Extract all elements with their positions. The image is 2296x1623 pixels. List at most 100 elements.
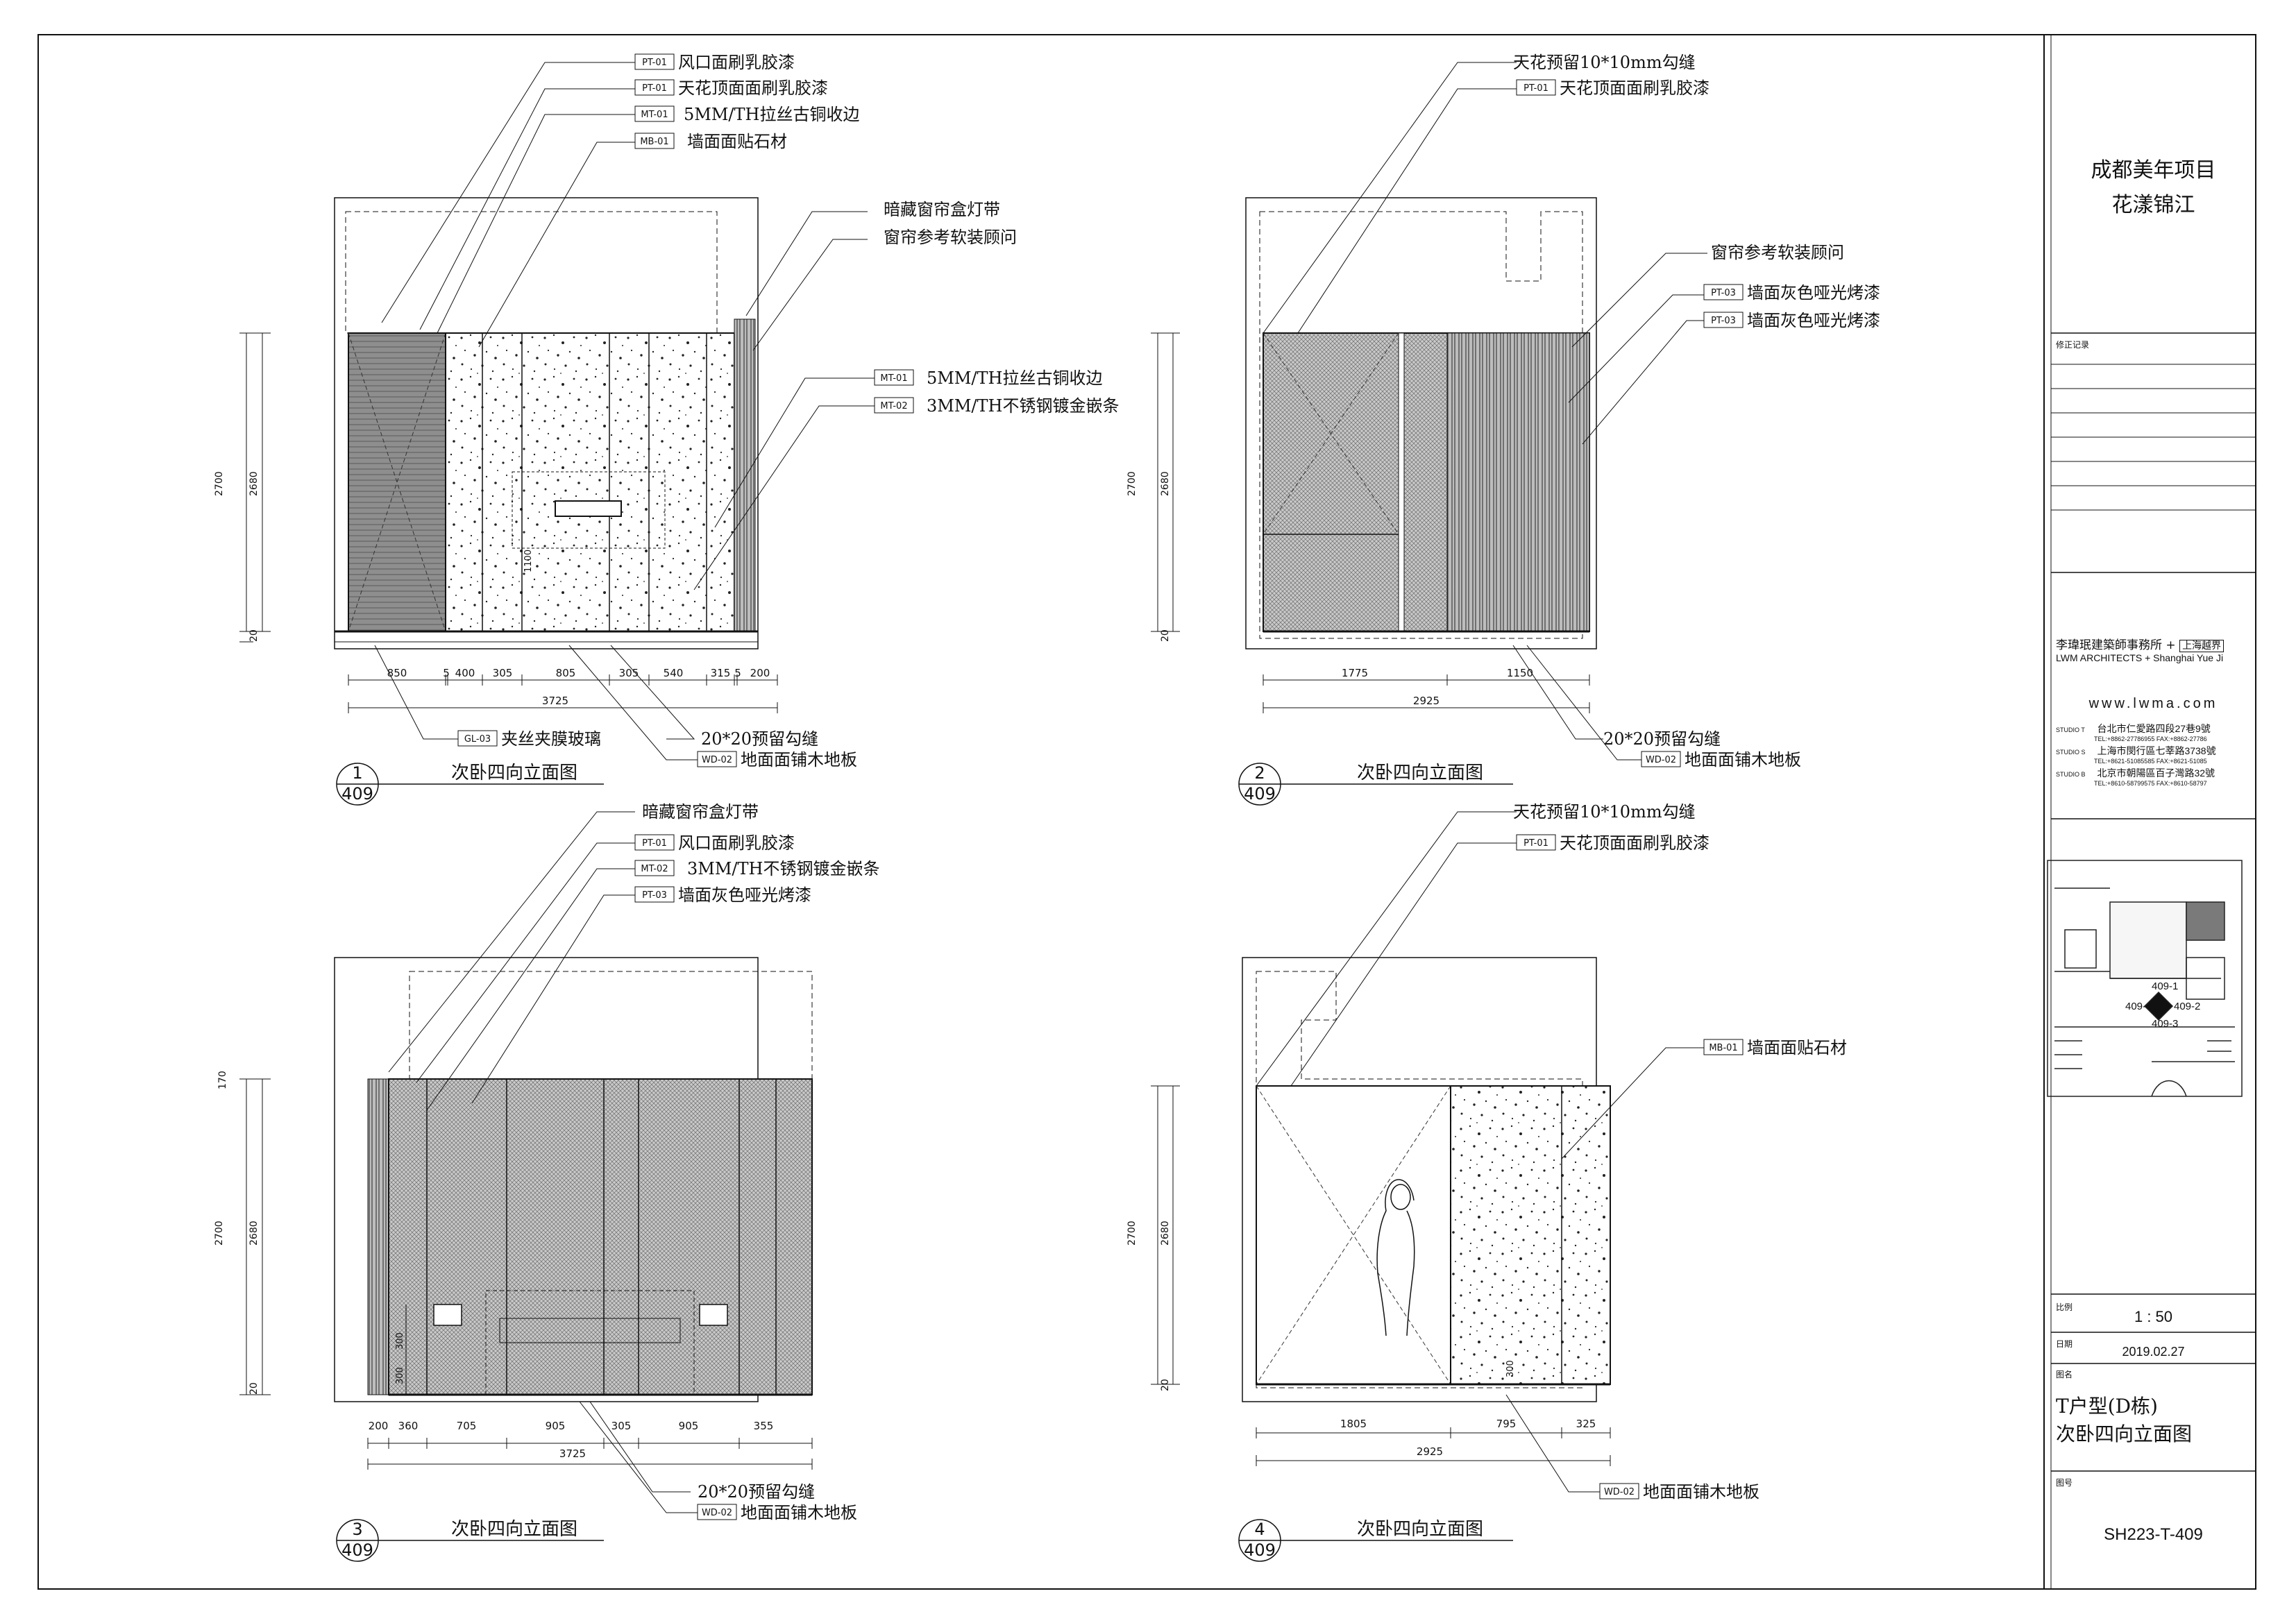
v1-tag-sheet: 409 xyxy=(341,784,373,804)
v2-tag-number: 2 xyxy=(1254,763,1265,783)
v3-c6-text: 地面面铺木地板 xyxy=(741,1503,857,1522)
v1-c4-text: 墙面面贴石材 xyxy=(687,132,787,151)
view4-inner-dim: 300 xyxy=(1505,1360,1516,1377)
v2-title: 次卧四向立面图 xyxy=(1357,763,1483,783)
v2-tag-sheet: 409 xyxy=(1244,784,1276,804)
v1-c3-code: MT-01 xyxy=(641,110,668,120)
firm-partner-cn: 上海越界 xyxy=(2179,640,2225,652)
v3-title: 次卧四向立面图 xyxy=(451,1519,577,1540)
studio-t-address: 台北市仁愛路四段27巷9號 xyxy=(2097,723,2211,734)
date-value: 2019.02.27 xyxy=(2122,1345,2185,1359)
studio-t-phone: TEL:+8862-27786955 FAX:+8862-27786 xyxy=(2094,736,2207,742)
v3-tag-number: 3 xyxy=(352,1520,362,1539)
scale-value: 1 : 50 xyxy=(2134,1308,2173,1325)
v1-c1-code: PT-01 xyxy=(642,58,667,68)
v3-c3-code: MT-02 xyxy=(641,864,668,874)
v4-c3-text: 墙面面贴石材 xyxy=(1747,1038,1847,1057)
view1-dim-v-2700: 2700 xyxy=(214,471,225,496)
firm-plus: + xyxy=(2166,638,2176,652)
view2-dim-h-1: 1775 xyxy=(1342,667,1368,679)
v1-c7-text: 5MM/TH拉丝古铜收边 xyxy=(927,368,1102,388)
revision-label: 修正记录 xyxy=(2056,340,2090,350)
elevation-view-4: 2700 2680 20 300 1805 795 325 2925 xyxy=(1126,811,1707,1493)
drawing-name-label: 图名 xyxy=(2056,1370,2073,1379)
v4-c2-text: 天花顶面面刷乳胶漆 xyxy=(1560,833,1710,853)
view1-dim-h-3: 400 xyxy=(455,667,475,679)
v1-c1-text: 风口面刷乳胶漆 xyxy=(678,53,795,72)
firm-line: 李瑋珉建築師事務所 + 上海越界 xyxy=(2056,635,2225,652)
v4-c3-code: MB-01 xyxy=(1709,1043,1737,1053)
v3-c6-code: WD-02 xyxy=(702,1508,732,1518)
v4-title: 次卧四向立面图 xyxy=(1357,1519,1483,1540)
v1-c10-text: 20*20预留勾缝 xyxy=(701,729,818,749)
view2-dim-total: 2925 xyxy=(1413,695,1440,707)
v2-c5-code: PT-03 xyxy=(1711,316,1736,326)
v3-c3-text: 3MM/TH不锈钢镀金嵌条 xyxy=(687,859,879,878)
view1-dim-h-10: 200 xyxy=(750,667,770,679)
v4-c4-text: 地面面铺木地板 xyxy=(1643,1482,1759,1502)
scale-label: 比例 xyxy=(2056,1302,2073,1312)
view3-dim-h-6: 905 xyxy=(679,1420,699,1432)
v1-c7-code: MT-01 xyxy=(880,373,907,384)
view-tag-text: 1 409 2 409 3 409 4 409 次卧四向立面图 次卧四向立面图 … xyxy=(341,763,1483,1560)
v4-c2-code: PT-01 xyxy=(1523,838,1548,849)
view1-dim-h-5: 805 xyxy=(556,667,576,679)
view2-dim-v-20: 20 xyxy=(1160,629,1171,642)
view3-dim-h-4: 905 xyxy=(546,1420,566,1432)
key-plan: 409-1 409-4 409-2 409-3 xyxy=(2047,860,2243,1097)
key-plan-label-2: 409-2 xyxy=(2174,1001,2200,1012)
project-name-1: 成都美年项目 xyxy=(2091,158,2216,182)
view1-dim-h-9: 5 xyxy=(734,667,741,679)
v3-c4-code: PT-03 xyxy=(642,890,667,901)
view1-dim-h-7: 540 xyxy=(664,667,684,679)
v1-c9-code: GL-03 xyxy=(464,734,491,745)
drawing-no: SH223-T-409 xyxy=(2104,1525,2203,1544)
elevation-view-1: 1100 2700 2680 20 850 5 400 305 805 305 … xyxy=(214,62,875,760)
view2-dim-h-2: 1150 xyxy=(1507,667,1533,679)
v3-tag-sheet: 409 xyxy=(341,1540,373,1560)
sheet-frame xyxy=(37,34,2256,1590)
view1-dim-h-4: 305 xyxy=(493,667,513,679)
callout-code-boxes xyxy=(457,53,1744,1520)
v3-c2-text: 风口面刷乳胶漆 xyxy=(678,833,795,853)
drawing-name-1: T户型(D栋) xyxy=(2056,1395,2158,1418)
v2-c7-text: 地面面铺木地板 xyxy=(1685,750,1801,770)
view3-dim-v-2680: 2680 xyxy=(248,1221,260,1246)
v2-c5-text: 墙面灰色哑光烤漆 xyxy=(1747,311,1880,330)
v1-c8-text: 3MM/TH不锈钢镀金嵌条 xyxy=(927,396,1119,416)
titleblock-lines xyxy=(2051,332,2256,1472)
elevation-view-2: 2700 2680 20 1775 1150 2925 xyxy=(1126,62,1707,760)
view2-dim-v-2680: 2680 xyxy=(1160,471,1171,496)
view3-dim-v-170: 170 xyxy=(217,1071,228,1089)
key-plan-label-3: 409-3 xyxy=(2152,1018,2178,1030)
v2-c7-code: WD-02 xyxy=(1646,755,1676,765)
callout-labels: PT-01 PT-01 MT-01 MB-01 MT-01 MT-02 GL-0… xyxy=(464,53,1880,1522)
view1-dim-h-8: 315 xyxy=(711,667,731,679)
view1-dim-total: 3725 xyxy=(542,695,568,707)
firm-en: LWM ARCHITECTS + Shanghai Yue Ji xyxy=(2056,652,2224,663)
view3-dim-total: 3725 xyxy=(559,1447,586,1460)
view1-dim-h-2: 5 xyxy=(443,667,450,679)
view3-dim-h-2: 360 xyxy=(398,1420,419,1432)
v2-c2-text: 天花顶面面刷乳胶漆 xyxy=(1560,78,1710,98)
v1-c6-text: 窗帘参考软装顾问 xyxy=(884,228,1017,247)
v4-c1-text: 天花预留10*10mm勾缝 xyxy=(1513,802,1696,822)
drawing-name-2: 次卧四向立面图 xyxy=(2056,1422,2193,1445)
drawing-no-label: 图号 xyxy=(2056,1478,2073,1488)
view3-dim-h-5: 305 xyxy=(611,1420,632,1432)
view4-dim-h-3: 325 xyxy=(1576,1418,1596,1430)
key-plan-label-1: 409-1 xyxy=(2152,980,2178,992)
v1-c3-text: 5MM/TH拉丝古铜收边 xyxy=(684,105,859,124)
studio-s: STUDIO S 上海市閔行區七莘路3738號 TEL:+8621-510855… xyxy=(2056,744,2254,765)
view1-dim-h-1: 850 xyxy=(387,667,407,679)
v1-c2-text: 天花顶面面刷乳胶漆 xyxy=(678,78,828,98)
v2-c1-text: 天花预留10*10mm勾缝 xyxy=(1513,53,1696,72)
v1-title: 次卧四向立面图 xyxy=(451,763,577,783)
studio-s-tag: STUDIO S xyxy=(2056,749,2086,756)
view4-dim-v-2680: 2680 xyxy=(1160,1221,1171,1246)
view3-dim-v-2700: 2700 xyxy=(214,1221,225,1246)
studio-t: STUDIO T 台北市仁愛路四段27巷9號 TEL:+8862-2778695… xyxy=(2056,722,2254,742)
v4-c4-code: WD-02 xyxy=(1604,1487,1635,1497)
v3-c1-text: 暗藏窗帘盒灯带 xyxy=(642,802,759,822)
view3-dim-v-20: 20 xyxy=(248,1382,260,1395)
